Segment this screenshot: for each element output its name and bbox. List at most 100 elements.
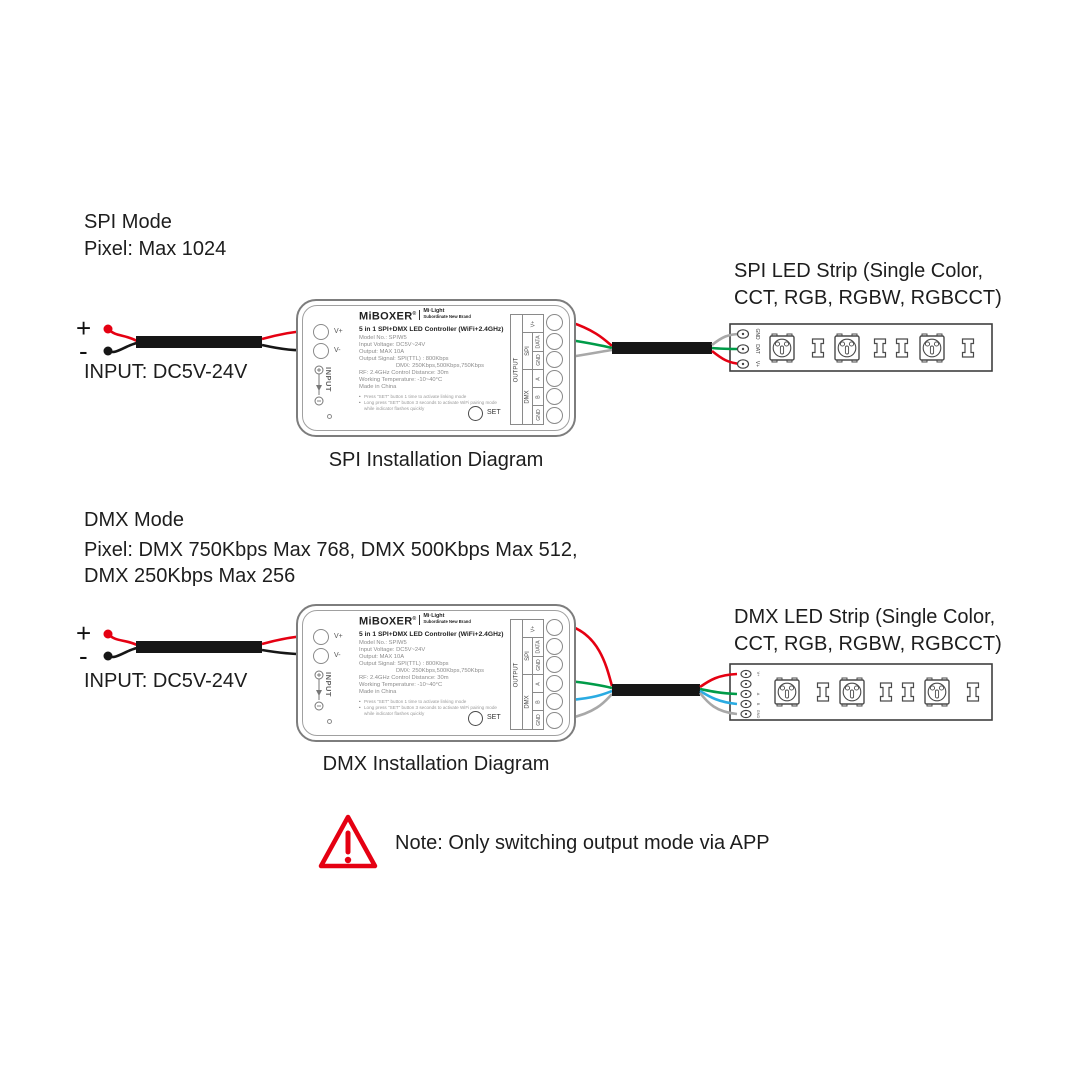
- terminal-cell-data: DATA: [533, 638, 544, 657]
- spec-line: Model No.: SPIW5: [359, 639, 407, 646]
- polarity-icon: [314, 670, 324, 711]
- dmx-pixel-note-line1: Pixel: DMX 750Kbps Max 768, DMX 500Kbps …: [84, 539, 578, 561]
- spi-input-wires: [103, 324, 316, 356]
- output-terminal-screw: [546, 332, 563, 350]
- input-terminal-vplus: [313, 324, 329, 340]
- spi-strip-title: SPI LED Strip (Single Color, CCT, RGB, R…: [734, 260, 1002, 309]
- output-terminal-screw: [546, 637, 563, 655]
- output-terminal-table: OUTPUT V+ SPI DATA GND DMX A B GND: [510, 619, 544, 730]
- spec-line: Output Signal: SPI(TTL) : 800Kbps: [359, 355, 449, 362]
- spi-pad-label-vplus: V+: [754, 361, 760, 367]
- spi-input-voltage-label: INPUT: DC5V-24V: [84, 361, 248, 383]
- terminal-cell-a: A: [533, 370, 544, 388]
- dmx-input-voltage-label: INPUT: DC5V-24V: [84, 670, 248, 692]
- device-inner-border: [302, 610, 570, 736]
- led-controller-device: V+ V- INPUT MiBOXER® Mi·Light Subordinat…: [296, 604, 576, 742]
- plus-sign: +: [76, 618, 92, 648]
- indicator-led: [327, 414, 332, 419]
- minus-sign: -: [79, 641, 88, 671]
- output-terminal-screw: [546, 656, 563, 673]
- terminal-cell-a: A: [533, 675, 544, 693]
- set-note: Press "SET" button 1 time to activate li…: [359, 699, 501, 705]
- spec-line: Output Signal: SPI(TTL) : 800Kbps: [359, 660, 449, 667]
- device-text-block: MiBOXER® Mi·Light Subordinate New Brand …: [359, 308, 509, 412]
- input-terminal-vplus: [313, 629, 329, 645]
- dmx-pad-label-gnd: GND: [756, 710, 760, 719]
- input-terminal-vminus: [313, 648, 329, 664]
- set-button-label: SET: [487, 714, 501, 721]
- spi-pixel-note: Pixel: Max 1024: [84, 238, 227, 260]
- output-terminal-screw: [546, 674, 563, 692]
- output-terminal-screw: [546, 388, 563, 405]
- input-vertical-label: INPUT: [324, 672, 333, 697]
- spec-list: Model No.: SPIW5 Input Voltage: DC5V~24V…: [359, 640, 509, 697]
- spec-line: Output: MAX 10A: [359, 653, 405, 660]
- dmx-pad-label-a: A: [756, 693, 760, 696]
- brand-divider: [419, 310, 421, 320]
- spi-mode-title: SPI Mode: [84, 211, 172, 233]
- dmx-controller-slot: V+ V- INPUT MiBOXER® Mi·Light Subordinat…: [296, 604, 576, 742]
- terminal-cell-gnd-spi: GND: [533, 657, 544, 675]
- set-button-label: SET: [487, 409, 501, 416]
- set-instructions: Press "SET" button 1 time to activate li…: [359, 394, 501, 411]
- set-note: Press "SET" button 1 time to activate li…: [359, 394, 501, 400]
- terminal-cell-gnd-spi: GND: [533, 352, 544, 370]
- spi-output-wires: [569, 320, 742, 366]
- spi-group-cell: SPI: [523, 333, 533, 370]
- brand-logo: MiBOXER®: [359, 615, 417, 628]
- dmx-output-wires: [569, 624, 738, 720]
- spi-pad-label-dat: DAT: [754, 344, 760, 354]
- dmx-input-wires: [103, 629, 316, 661]
- dmx-pad-label-vplus: V+: [756, 672, 760, 678]
- spi-controller-slot: V+ V- INPUT MiBOXER® Mi·Light Subordinat…: [296, 299, 576, 437]
- output-terminal-table: OUTPUT V+ SPI DATA GND DMX A B GND: [510, 314, 544, 425]
- output-terminal-screw: [546, 351, 563, 368]
- input-vertical-label: INPUT: [324, 367, 333, 392]
- warning-note-text: Note: Only switching output mode via APP: [395, 832, 770, 854]
- spi-strip-pads: GND DAT V+: [736, 328, 760, 369]
- spec-line: Working Temperature: -10~40°C: [359, 377, 443, 384]
- dmx-pixel-note-line2: DMX 250Kbps Max 256: [84, 565, 296, 587]
- product-title: 5 in 1 SPI+DMX LED Controller (WiFi+2.4G…: [359, 325, 504, 333]
- spec-line: Model No.: SPIW5: [359, 334, 407, 341]
- spec-line: Working Temperature: -10~40°C: [359, 682, 443, 689]
- set-button[interactable]: [468, 711, 483, 726]
- spi-group-cell: SPI: [523, 638, 533, 675]
- dmx-group-cell: DMX: [523, 675, 533, 729]
- device-text-block: MiBOXER® Mi·Light Subordinate New Brand …: [359, 613, 509, 717]
- dmx-mode-title: DMX Mode: [84, 509, 185, 531]
- spec-line: RF: 2.4GHz Control Distance: 30m: [359, 675, 449, 682]
- spec-line: Made in China: [359, 689, 397, 696]
- polarity-icon: [314, 365, 324, 406]
- set-button[interactable]: [468, 406, 483, 421]
- brand-tagline: Mi·Light Subordinate New Brand: [423, 613, 471, 624]
- brand-logo: MiBOXER®: [359, 310, 417, 323]
- dmx-strip-pads: V+ A B GND: [740, 669, 760, 719]
- output-column: OUTPUT: [511, 620, 523, 729]
- brand-divider: [419, 615, 421, 625]
- set-note: Long press "SET" button 3 seconds to act…: [359, 400, 501, 411]
- spec-list: Model No.: SPIW5 Input Voltage: DC5V~24V…: [359, 335, 509, 392]
- led-controller-device: V+ V- INPUT MiBOXER® Mi·Light Subordinat…: [296, 299, 576, 437]
- spec-line: RF: 2.4GHz Control Distance: 30m: [359, 370, 449, 377]
- set-note: Long press "SET" button 3 seconds to act…: [359, 705, 501, 716]
- terminal-cell-vplus: V+: [523, 620, 544, 638]
- dmx-strip-title: DMX LED Strip (Single Color, CCT, RGB, R…: [734, 606, 1002, 655]
- minus-sign: -: [79, 336, 88, 366]
- spec-line: Made in China: [359, 384, 397, 391]
- product-title: 5 in 1 SPI+DMX LED Controller (WiFi+2.4G…: [359, 630, 504, 638]
- terminal-cell-gnd-dmx: GND: [535, 714, 542, 726]
- dmx-group-cell: DMX: [523, 370, 533, 424]
- indicator-led: [327, 719, 332, 724]
- terminal-cell-b: B: [533, 693, 544, 711]
- input-terminal-vminus: [313, 343, 329, 359]
- vplus-label: V+: [334, 328, 343, 335]
- output-terminal-screw: [546, 314, 563, 331]
- dmx-pad-label-b: B: [756, 703, 760, 706]
- spec-line: DMX: 250Kbps,500Kbps,750Kbps: [396, 668, 484, 675]
- output-terminal-screw: [546, 369, 563, 387]
- set-instructions: Press "SET" button 1 time to activate li…: [359, 699, 501, 716]
- spi-led-strip-body: [729, 323, 993, 372]
